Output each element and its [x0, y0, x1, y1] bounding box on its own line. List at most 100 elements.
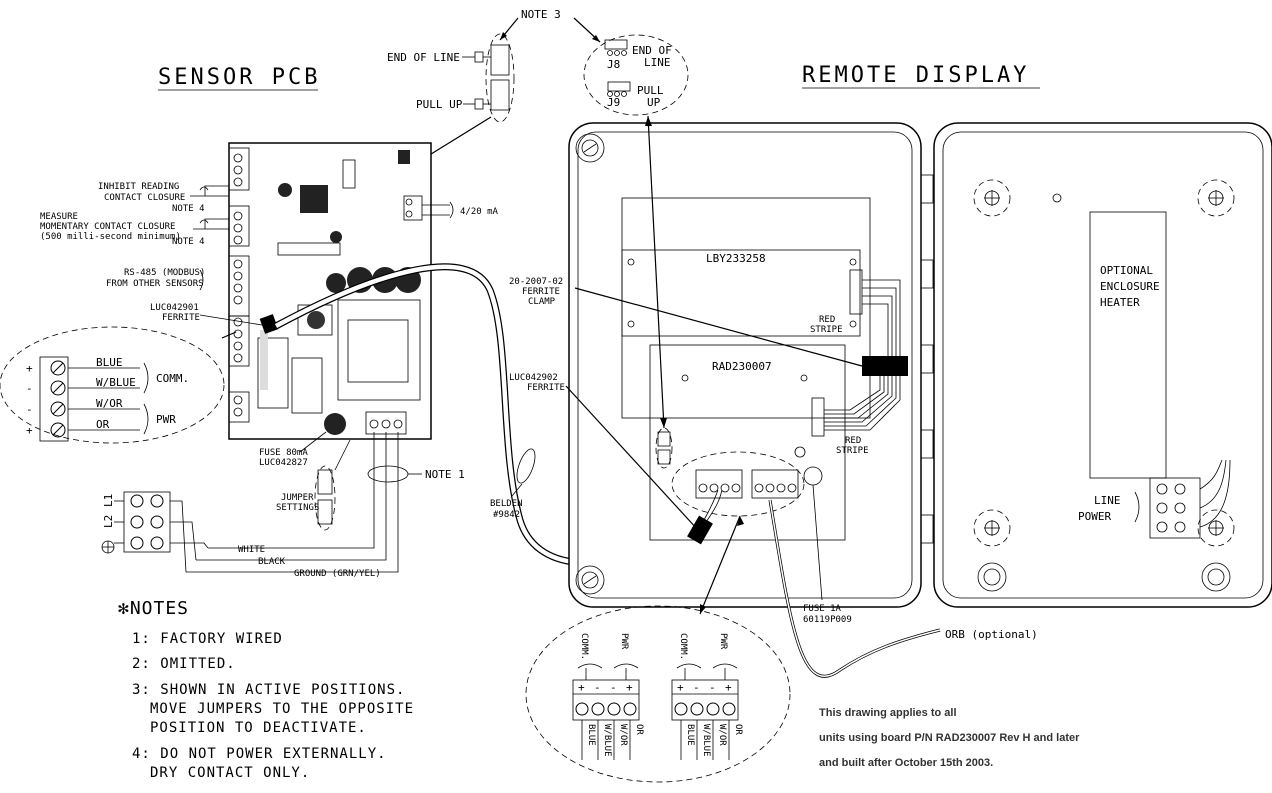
rad-label: RAD230007 [712, 360, 772, 373]
bl-sign-2: - [594, 681, 601, 694]
bl-wire-2: W/BLUE [602, 724, 612, 757]
disclaimer-line-3: and built after October 15th 2003. [819, 757, 993, 769]
luc901-label-2: FERRITE [162, 313, 200, 323]
ferrite-clamp-2: FERRITE [522, 287, 560, 297]
sensor-jumper-block-top [490, 44, 510, 76]
br-sign-4: + [725, 681, 732, 694]
note-4b: DRY CONTACT ONLY. [150, 765, 310, 781]
l2-label: L2 [102, 515, 115, 528]
note1-label: NOTE 1 [425, 468, 465, 481]
ground-wire-label: GROUND (GRN/YEL) [294, 569, 381, 579]
red-stripe-top-1: RED [819, 315, 835, 325]
j9-pull: PULL [637, 84, 664, 97]
white-wire-label: WHITE [238, 545, 265, 555]
jumper-settings-ellipse [314, 465, 336, 531]
title-sensor-pcb: SENSOR PCB [158, 65, 320, 90]
bl-wire-3: W/OR [618, 724, 628, 746]
l1-label: L1 [102, 494, 115, 507]
jumper-label-2: SETTINGS [276, 503, 319, 513]
fuse1a-label-2: 60119P009 [803, 615, 852, 625]
disclaimer-line-1: This drawing applies to all [819, 707, 957, 719]
red-stripe-top-2: STRIPE [810, 325, 843, 335]
measure-label-2: MOMENTARY CONTACT CLOSURE [40, 222, 175, 232]
rs485-label-2: FROM OTHER SENSORS [106, 279, 204, 289]
br-sign-2: - [693, 681, 700, 694]
fuse80-label-1: FUSE 80mA [259, 448, 308, 458]
display-jumper-ellipse [583, 34, 689, 116]
rs485-label-1: RS-485 (MODBUS) [124, 268, 205, 278]
line-power-terminal: L1 L2 [101, 491, 209, 573]
note4b-label: NOTE 4 [172, 237, 205, 247]
bottom-terminal-left: + - - + BLUE W/BLUE W/OR OR COMM. PWR [572, 633, 644, 760]
sensor-pcb-board [228, 142, 432, 440]
sensor-jumper-ellipse [485, 33, 515, 123]
j8-end-of: END OF [632, 44, 672, 57]
wire-or: OR [96, 418, 110, 431]
br-sign-1: + [677, 681, 684, 694]
belden-label-2: #9842 [493, 510, 520, 520]
jumper-label-1: JUMPER [281, 493, 314, 503]
br-wire-3: W/OR [717, 724, 727, 746]
note-2: 2: OMITTED. [132, 656, 236, 672]
term-minus-2: - [26, 403, 33, 416]
red-stripe-bot-1: RED [845, 436, 861, 446]
inhibit-label-2: CONTACT CLOSURE [104, 193, 185, 203]
heater-door [933, 122, 1272, 608]
remote-display-enclosure: LBY233258 RAD230007 [568, 122, 934, 608]
bl-sign-3: - [610, 681, 617, 694]
bl-sign-4: + [626, 681, 633, 694]
red-stripe-bot-2: STRIPE [836, 446, 869, 456]
br-sign-3: - [709, 681, 716, 694]
measure-label-1: MEASURE [40, 212, 78, 222]
wire-wor: W/OR [96, 397, 123, 410]
j8-line: LINE [644, 56, 671, 69]
ma-label: 4/20 mA [460, 207, 499, 217]
wire-wblue: W/BLUE [96, 376, 136, 389]
disclaimer-line-2: units using board P/N RAD230007 Rev H an… [819, 732, 1080, 744]
note3-label: NOTE 3 [521, 8, 561, 21]
term-minus-1: - [26, 382, 33, 395]
luc901-label-1: LUC042901 [150, 303, 199, 313]
left-terminal-ellipse [0, 326, 225, 444]
notes-header: ✻NOTES [118, 598, 189, 619]
fuse80-label-2: LUC042827 [259, 458, 308, 468]
br-pwr: PWR [718, 633, 728, 650]
bl-sign-1: + [578, 681, 585, 694]
note-4a: 4: DO NOT POWER EXTERNALLY. [132, 746, 387, 762]
comm-label: COMM. [156, 372, 189, 385]
term-plus-2: + [26, 424, 33, 437]
heater-label-1: OPTIONAL [1100, 264, 1153, 277]
br-wire-4: OR [733, 724, 743, 735]
title-remote-display: REMOTE DISPLAY [802, 63, 1029, 88]
fuse1a-label-1: FUSE 1A [803, 604, 842, 614]
note-3c: POSITION TO DEACTIVATE. [150, 720, 367, 736]
heater-label-3: HEATER [1100, 296, 1140, 309]
heater-label-2: ENCLOSURE [1100, 280, 1160, 293]
note-1: 1: FACTORY WIRED [132, 631, 283, 647]
bottom-terminal-ellipse [525, 605, 791, 783]
line-power-label-2: POWER [1078, 510, 1111, 523]
note-3b: MOVE JUMPERS TO THE OPPOSITE [150, 701, 414, 717]
br-wire-1: BLUE [685, 724, 695, 746]
bl-pwr: PWR [619, 633, 629, 650]
luc902-label-2: FERRITE [527, 383, 565, 393]
j8-label: J8 [607, 58, 620, 71]
pull-up-label: PULL UP [416, 98, 463, 111]
bl-wire-4: OR [634, 724, 644, 735]
ferrite-clamp-1: 20-2007-02 [509, 277, 563, 287]
wire-blue: BLUE [96, 356, 123, 369]
inhibit-label-1: INHIBIT READING [98, 182, 179, 192]
j9-up: UP [647, 96, 661, 109]
black-wire-label: BLACK [258, 557, 286, 567]
end-of-line-label: END OF LINE [387, 51, 460, 64]
note-3a: 3: SHOWN IN ACTIVE POSITIONS. [132, 682, 405, 698]
br-wire-2: W/BLUE [701, 724, 711, 757]
orb-label: ORB (optional) [945, 628, 1038, 641]
sensor-jumper-block-bottom [490, 79, 510, 111]
luc902-label-1: LUC042902 [509, 373, 558, 383]
bottom-terminal-right: + - - + BLUE W/BLUE W/OR OR COMM. PWR [671, 633, 743, 760]
lby-label: LBY233258 [706, 252, 766, 265]
measure-label-3: (500 milli-second minimum) [40, 232, 181, 242]
term-plus-1: + [26, 362, 33, 375]
bl-wire-1: BLUE [586, 724, 596, 746]
